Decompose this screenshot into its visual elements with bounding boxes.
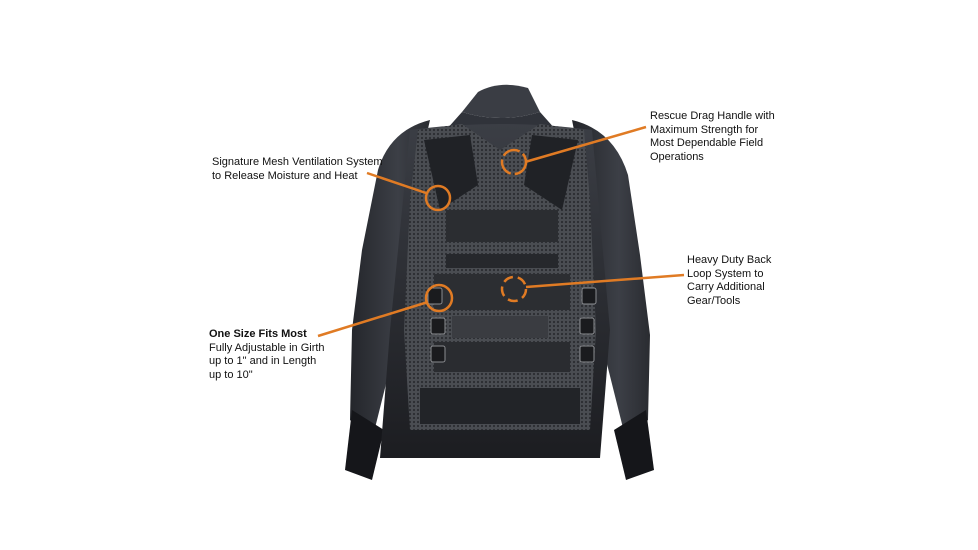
callout-mesh-ventilation: Signature Mesh Ventilation System to Rel… — [212, 156, 412, 183]
vest — [404, 124, 597, 430]
callout-loop-system: Heavy Duty Back Loop System to Carry Add… — [687, 254, 797, 308]
callout-drag-line4: Operations — [650, 150, 704, 163]
callout-drag-line3: Most Dependable Field — [650, 137, 764, 149]
callout-loop-line1: Heavy Duty Back — [687, 254, 772, 266]
callout-drag-line2: Maximum Strength for — [650, 123, 759, 136]
callout-loop-line3: Carry Additional — [687, 281, 765, 293]
callout-loop-line2: Loop System to — [687, 267, 764, 280]
callout-size-line2: up to 1" and in Length — [209, 355, 317, 367]
callout-markers — [317, 125, 685, 338]
callout-size-line3: up to 10" — [209, 368, 253, 381]
callout-mesh-line2: to Release Moisture and Heat — [212, 169, 358, 182]
callout-drag-line1: Rescue Drag Handle with — [650, 110, 775, 122]
callout-size: One Size Fits Most Fully Adjustable in G… — [209, 328, 349, 382]
callout-drag-handle: Rescue Drag Handle with Maximum Strength… — [650, 110, 800, 164]
callout-size-line1: Fully Adjustable in Girth — [209, 341, 325, 354]
callout-size-title: One Size Fits Most — [209, 328, 307, 340]
callout-loop-line4: Gear/Tools — [687, 294, 741, 307]
callout-mesh-line1: Signature Mesh Ventilation System — [212, 156, 383, 168]
